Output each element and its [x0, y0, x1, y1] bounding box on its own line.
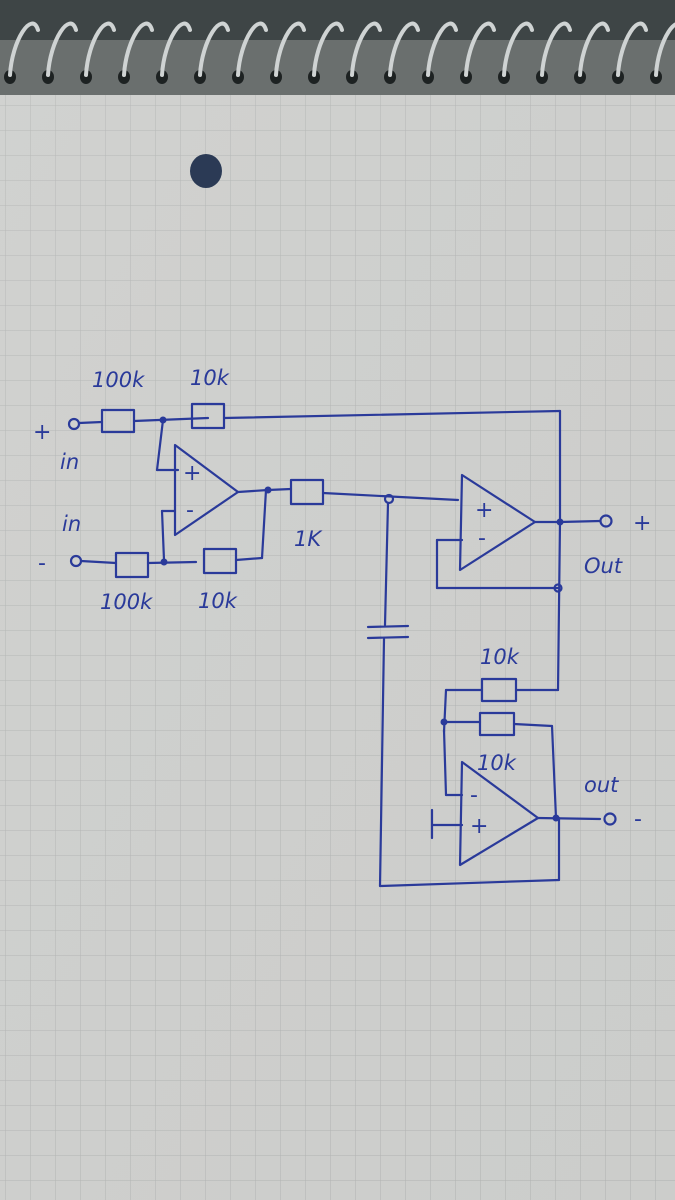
wire — [155, 418, 165, 472]
binding-hole — [156, 70, 168, 84]
binding-ring — [236, 21, 268, 77]
resistor-r6 — [442, 677, 560, 734]
binding-ring — [540, 21, 572, 77]
binding-ring — [350, 21, 382, 77]
r6-label: 10k — [480, 645, 520, 669]
resistor-r4 — [202, 488, 268, 575]
binding-hole — [4, 70, 16, 84]
binding-hole — [80, 70, 92, 84]
output-minus-label: out — [584, 773, 619, 797]
binding-hole — [498, 70, 510, 84]
resistor-r1 — [100, 408, 210, 434]
input-plus-label: in — [60, 450, 79, 474]
spiral-binding — [4, 21, 675, 84]
output-plus-terminal — [599, 514, 613, 528]
binding-hole — [612, 70, 624, 84]
opamp-u1 — [173, 443, 270, 537]
junction-dot — [160, 558, 168, 566]
resistor-r5 — [266, 478, 460, 506]
opamp-u2-plus: + — [475, 498, 493, 523]
r4-label: 10k — [198, 589, 238, 613]
opamp-u1-plus: + — [183, 461, 201, 486]
input-minus-label: in — [62, 512, 81, 536]
opamp-u3-plus: + — [470, 814, 488, 839]
opamp-u3-minus: - — [470, 783, 478, 808]
input-plus-terminal — [67, 417, 104, 431]
junction-dot — [440, 718, 448, 726]
binding-ring — [46, 21, 78, 77]
binding-ring — [464, 21, 496, 77]
binding-ring — [122, 21, 154, 77]
input-minus-terminal — [69, 554, 118, 568]
binding-ring — [654, 22, 675, 77]
binding-hole — [194, 70, 206, 84]
binding-ring — [8, 21, 40, 77]
junction-dot — [552, 814, 560, 822]
punch-hole — [190, 154, 222, 188]
binding-ring — [274, 21, 306, 77]
binding-hole — [422, 70, 434, 84]
binding-ring — [578, 21, 610, 77]
binding-hole — [460, 70, 472, 84]
output-minus-sign: - — [634, 807, 642, 832]
binding-ring — [198, 21, 230, 77]
opamp-u2 — [458, 473, 602, 572]
binding-ring — [426, 21, 458, 77]
wire — [442, 728, 448, 797]
opamp-u1-minus: - — [186, 498, 194, 523]
resistor-r3 — [114, 551, 198, 579]
binding-hole — [308, 70, 320, 84]
wire — [160, 509, 166, 562]
resistor-r7 — [442, 711, 558, 820]
r1-label: 100k — [92, 368, 145, 392]
opamp-u2-minus: - — [478, 526, 486, 551]
opamp-u3 — [458, 760, 602, 867]
dark-background — [0, 0, 675, 40]
binding-hole — [384, 70, 396, 84]
resistor-r2 — [190, 402, 562, 524]
binding-ring — [502, 21, 534, 77]
binding-ring — [160, 21, 192, 77]
capacitor — [366, 501, 561, 888]
binding-hole — [118, 70, 130, 84]
output-plus-sign: + — [633, 511, 651, 536]
r2-label: 10k — [190, 366, 230, 390]
binding-ring — [388, 21, 420, 77]
input-plus-sign: + — [33, 420, 51, 445]
junction-dot — [553, 583, 563, 593]
binding-hole — [42, 70, 54, 84]
r5-label: 1K — [294, 527, 323, 551]
binding-ring — [312, 21, 344, 77]
wire — [556, 520, 562, 692]
input-minus-sign: - — [38, 551, 46, 576]
r7-label: 10k — [477, 751, 517, 775]
output-minus-terminal — [603, 812, 617, 826]
binding-ring — [84, 21, 116, 77]
r3-label: 100k — [100, 590, 153, 614]
output-plus-label: Out — [584, 554, 623, 578]
binding-ring — [616, 21, 648, 77]
